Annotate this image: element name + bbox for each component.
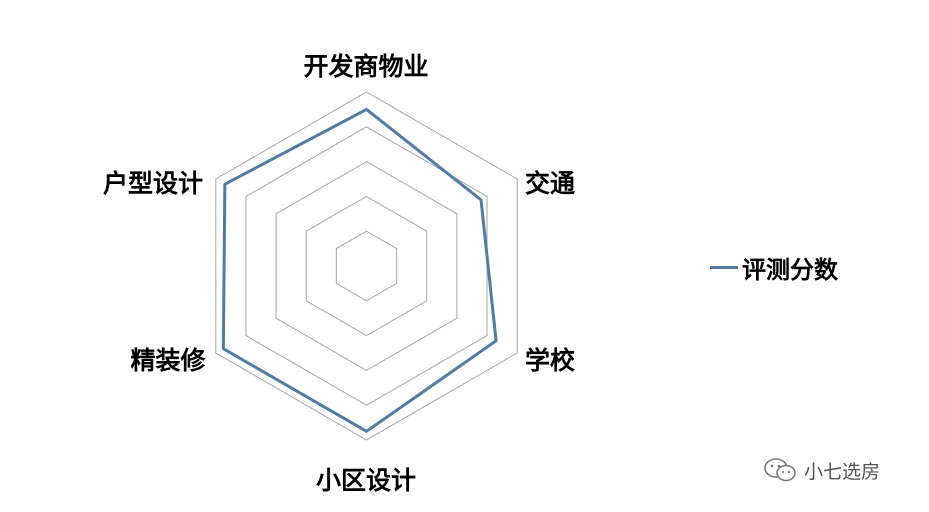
watermark: 小七选房 <box>762 456 880 484</box>
axis-label: 精装修 <box>130 346 206 375</box>
wechat-icon <box>764 458 796 482</box>
series-line <box>221 107 498 433</box>
axis-label: 户型设计 <box>103 169 203 198</box>
legend: 评测分数 <box>710 250 838 285</box>
watermark-text: 小七选房 <box>804 460 881 483</box>
axis-label: 小区设计 <box>316 466 416 495</box>
axis-label: 交通 <box>525 169 575 198</box>
axis-label: 学校 <box>525 346 576 375</box>
legend-line-swatch <box>710 266 738 269</box>
grid-ring <box>335 230 398 302</box>
legend-label: 评测分数 <box>742 256 838 284</box>
grid-ring <box>305 195 428 337</box>
axis-label: 开发商物业 <box>303 52 428 81</box>
grid-ring <box>245 126 488 406</box>
grid-ring <box>215 91 518 441</box>
grid-ring <box>275 161 458 371</box>
